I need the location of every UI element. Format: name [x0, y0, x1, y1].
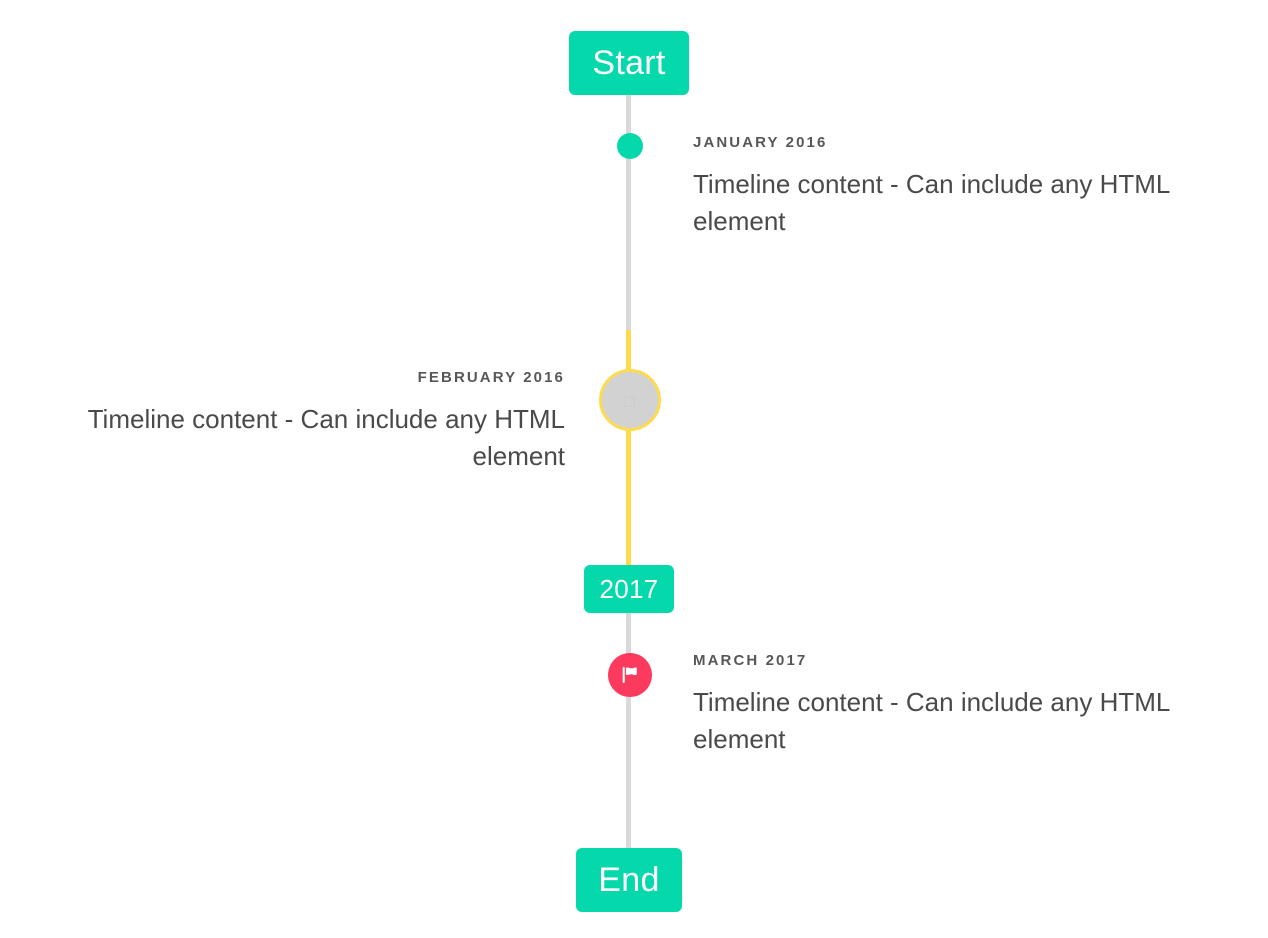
timeline-end-badge[interactable]: End	[576, 848, 682, 912]
timeline-year-badge-2017[interactable]: 2017	[584, 565, 674, 613]
timeline-line-segment-yellow-upper	[626, 330, 631, 372]
timeline-entry-date: JANUARY 2016	[693, 134, 828, 151]
timeline-entry-body: Timeline content - Can include any HTML …	[693, 169, 1170, 236]
timeline-line-segment-gray-upper	[626, 95, 631, 330]
broken-image-placeholder-icon: ⬚	[623, 392, 637, 408]
timeline-entry-body: Timeline content - Can include any HTML …	[87, 404, 565, 471]
timeline-entry-date: MARCH 2017	[693, 652, 808, 669]
timeline-line-segment-gray-lower	[626, 613, 631, 851]
timeline-marker-dot-january[interactable]	[617, 133, 643, 159]
timeline-entry-march-2017: MARCH 2017 Timeline content - Can includ…	[693, 652, 1223, 758]
timeline-entry-body: Timeline content - Can include any HTML …	[693, 687, 1170, 754]
timeline-marker-ring-february[interactable]: ⬚	[599, 369, 661, 431]
timeline-entry-february-2016: FEBRUARY 2016 Timeline content - Can inc…	[40, 369, 565, 475]
timeline-entry-january-2016: JANUARY 2016 Timeline content - Can incl…	[693, 134, 1223, 240]
timeline-start-badge[interactable]: Start	[569, 31, 689, 95]
flag-icon	[619, 664, 641, 686]
timeline-marker-flag-march[interactable]	[608, 653, 652, 697]
timeline-entry-date: FEBRUARY 2016	[417, 369, 565, 386]
timeline-line-segment-yellow-lower	[626, 428, 631, 565]
